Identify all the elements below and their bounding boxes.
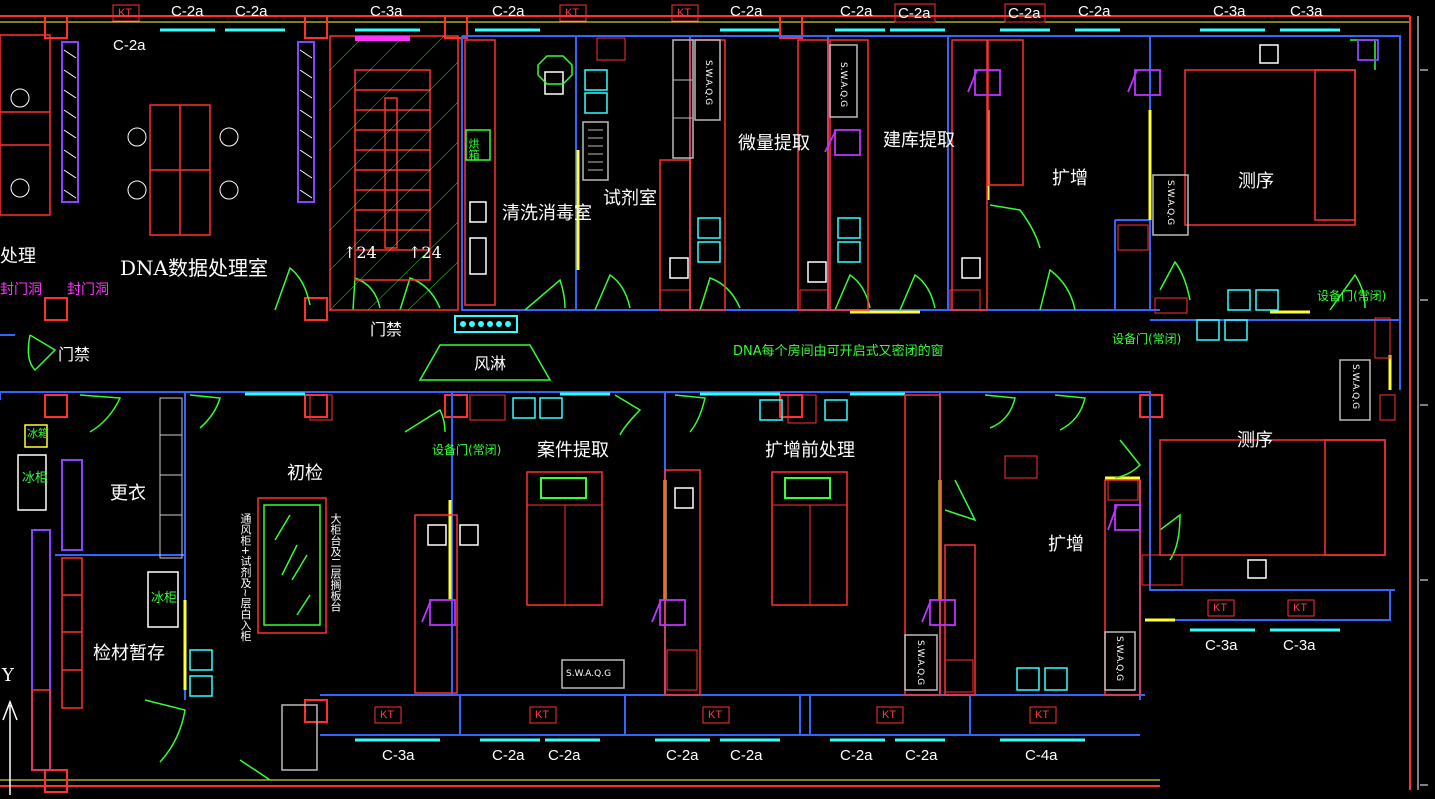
outer-walls (0, 15, 1419, 790)
room-sequencing: 测序 (1237, 430, 1273, 451)
sinks (540, 477, 831, 499)
window-label: C-2a (548, 747, 581, 764)
window-label: C-4a (1025, 747, 1058, 764)
window-label: C-2a (171, 3, 204, 20)
fridge-label: 冰箱 (27, 427, 49, 440)
room-micro-extract: 微量提取 (738, 133, 810, 154)
kt-label: KT (118, 7, 133, 19)
fridge-label: 冰柜 (22, 471, 49, 486)
room-pre-amp: 扩增前处理 (765, 440, 855, 461)
bench-note: 通风柜+试剂及~层白入柜 (239, 513, 252, 642)
chairs (10, 88, 239, 200)
cabinets (31, 41, 315, 771)
window-label: C-3a (1205, 637, 1238, 654)
window-label: C-2a (1078, 3, 1111, 20)
window-label: C-3a (1213, 3, 1246, 20)
kt-label: KT (565, 7, 580, 19)
kt-label: KT (882, 709, 897, 721)
kt-label: KT (1213, 602, 1228, 614)
bench-note: 大柜台及二层搁板台 (329, 513, 342, 612)
conference-table (0, 34, 211, 236)
equipment-door-label: 设备门(常闭) (1112, 332, 1182, 346)
window-label: C-2a (235, 3, 268, 20)
kt-label: KT (535, 709, 550, 721)
kt-label: KT (708, 709, 723, 721)
stair-hatch (329, 35, 459, 311)
equipment-door-label: 设备门(常闭) (432, 443, 502, 457)
window-label: C-3a (1290, 3, 1323, 20)
room-air-shower: 风淋 (474, 354, 507, 373)
small-appliances (427, 44, 1279, 579)
window-label: C-3a (1283, 637, 1316, 654)
room-case-extract: 案件提取 (537, 440, 609, 461)
kt-label: KT (677, 7, 692, 19)
swaqg-label: S.W.A.Q.G (915, 640, 925, 686)
bottom-windows (355, 628, 1340, 742)
kt-boxes (112, 3, 1315, 724)
instrument-boxes (189, 69, 1279, 697)
door-swings (27, 39, 1376, 781)
stair-down-label: ↑24 (408, 243, 442, 262)
stairwell (329, 35, 459, 311)
room-wash: 清洗消毒室 (502, 203, 592, 224)
swaqg-label: S.W.A.Q.G (838, 62, 848, 108)
benches (257, 39, 1386, 696)
reagent-octagon (537, 55, 573, 85)
room-processing: 处理 (0, 246, 36, 267)
window-label: C-2a (730, 747, 763, 764)
seal-door-label: 封门洞 (67, 282, 109, 298)
window-label: C-2a (666, 747, 699, 764)
room-lib-extract: 建库提取 (883, 130, 955, 151)
room-amplify: 扩增 (1048, 534, 1084, 555)
swaqg-label: S.W.A.Q.G (1165, 180, 1175, 226)
seal-door-label: 封门洞 (0, 282, 42, 298)
room-sample-storage: 检材暂存 (93, 643, 165, 664)
room-reagent: 试剂室 (603, 188, 657, 209)
stair-up-label: ↑24 (343, 243, 377, 262)
axis-label: Y (2, 665, 14, 686)
equipment-door-label: 设备门(常闭) (1317, 289, 1387, 303)
glass-bench (263, 504, 321, 626)
stair-magenta-bar (355, 36, 410, 41)
swaqg-label: S.W.A.Q.G (1350, 364, 1360, 410)
columns (44, 15, 1163, 793)
room-initial-check: 初检 (287, 463, 323, 484)
window-label: C-2a (840, 747, 873, 764)
fume-hoods (421, 39, 1379, 626)
corridor-note: DNA每个房间由可开启式又密闭的窗 (733, 344, 944, 359)
sample-shelves (31, 557, 83, 771)
equipment-stacks (281, 39, 1371, 771)
room-dna-data: DNA数据处理室 (120, 256, 268, 280)
window-label: C-3a (382, 747, 415, 764)
kt-label: KT (1293, 602, 1308, 614)
window-label: C-3a (370, 3, 403, 20)
window-label: C-2a (730, 3, 763, 20)
fridge-label: 冰柜 (151, 591, 178, 606)
window-label: C-2a (492, 747, 525, 764)
window-label: C-2a (492, 3, 525, 20)
room-access: 门禁 (370, 320, 403, 339)
room-amplify: 扩增 (1052, 168, 1088, 189)
swaqg-label: S.W.A.Q.G (1114, 636, 1124, 682)
kt-label: KT (380, 709, 395, 721)
window-label: C-2a (113, 37, 146, 54)
room-sequencing: 测序 (1238, 171, 1274, 192)
window-label: C-2a (905, 747, 938, 764)
window-label: C-2a (1008, 5, 1041, 22)
fridges (17, 129, 491, 628)
shower-panel (454, 315, 518, 333)
swaqg-label: S.W.A.Q.G (566, 669, 612, 679)
kt-label: KT (1035, 709, 1050, 721)
room-access: 门禁 (58, 345, 91, 364)
window-label: C-2a (840, 3, 873, 20)
axis-symbol (2, 699, 18, 795)
window-label: C-2a (898, 5, 931, 22)
oven-label: 烘箱 (467, 138, 480, 160)
swaqg-label: S.W.A.Q.G (703, 60, 713, 106)
room-changing: 更衣 (110, 483, 146, 504)
